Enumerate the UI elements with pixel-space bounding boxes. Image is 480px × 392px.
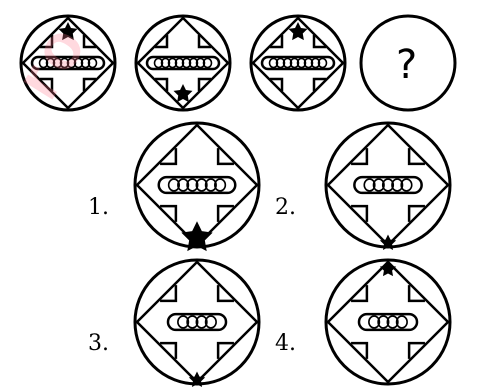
option-1-label: 1. — [88, 195, 109, 220]
bracket-notch — [160, 343, 176, 359]
bracket-notch — [351, 285, 367, 301]
answer-option-1[interactable]: 1. — [88, 123, 259, 251]
star-icon — [380, 261, 396, 277]
question-figure-2 — [136, 16, 230, 110]
bracket-notch — [218, 285, 234, 301]
answer-option-3[interactable]: 3. — [88, 260, 259, 387]
answer-option-4[interactable]: 4. — [275, 260, 450, 384]
bracket-notch — [409, 343, 425, 359]
bracket-notch — [351, 206, 367, 222]
question-figure-1 — [21, 16, 115, 110]
bracket-notch — [409, 285, 425, 301]
bracket-notch — [409, 148, 425, 164]
option-2-label: 2. — [275, 195, 296, 220]
bracket-notch — [218, 343, 234, 359]
star-icon — [173, 84, 192, 102]
bracket-notch — [351, 343, 367, 359]
bracket-notch — [409, 206, 425, 222]
bracket-notch — [160, 206, 176, 222]
option-4-label: 4. — [275, 331, 296, 356]
option-3-label: 3. — [88, 331, 109, 356]
question-figure-3 — [251, 16, 345, 110]
bracket-notch — [218, 206, 234, 222]
bracket-notch — [160, 148, 176, 164]
question-figure-4-unknown: ? — [361, 16, 455, 110]
bracket-notch — [218, 148, 234, 164]
bracket-notch — [351, 148, 367, 164]
bracket-notch — [160, 285, 176, 301]
question-mark: ? — [396, 42, 417, 88]
answer-option-2[interactable]: 2. — [275, 123, 450, 250]
